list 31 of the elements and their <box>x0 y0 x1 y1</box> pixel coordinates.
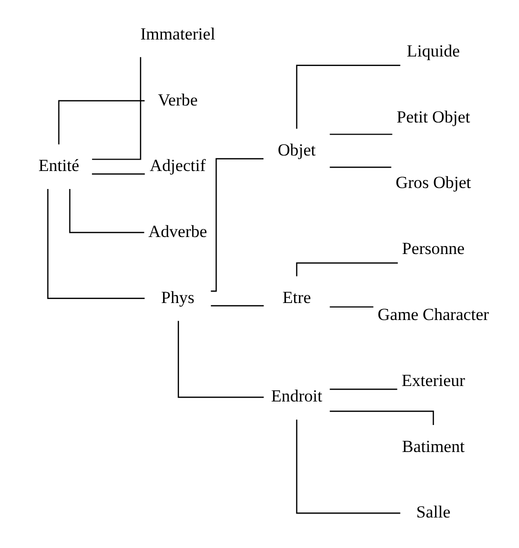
connector <box>210 305 264 306</box>
node-text: Gros Objet <box>396 173 472 192</box>
connector <box>330 388 398 390</box>
node-text: Adjectif <box>150 156 206 176</box>
node-text: Phys <box>161 288 194 307</box>
node-text: Salle <box>416 502 450 522</box>
node-text: Game Character <box>378 304 490 324</box>
connector <box>92 57 142 160</box>
connector <box>330 306 374 308</box>
node-text: Exterieur <box>402 370 466 390</box>
node-text: Immateriel <box>140 24 216 44</box>
node-text: Entité <box>38 156 80 176</box>
connector <box>69 188 144 234</box>
node-text: Petit Objet <box>396 107 470 126</box>
connector <box>296 64 400 129</box>
connector <box>92 173 145 175</box>
connector <box>178 320 264 398</box>
connector <box>296 420 400 514</box>
node-text: Adverbe <box>148 222 208 242</box>
connector <box>330 134 392 135</box>
node-text: Etre <box>282 288 311 307</box>
node-text: Liquide <box>406 41 460 60</box>
node-text: Batiment <box>402 436 465 456</box>
connector <box>210 158 264 292</box>
connector <box>330 166 392 168</box>
connector <box>47 189 145 299</box>
node-text: Personne <box>402 239 465 258</box>
connector <box>58 100 145 144</box>
node-text: Endroit <box>271 386 322 406</box>
node-text: Objet <box>278 140 316 160</box>
node-text: Verbe <box>158 90 198 110</box>
